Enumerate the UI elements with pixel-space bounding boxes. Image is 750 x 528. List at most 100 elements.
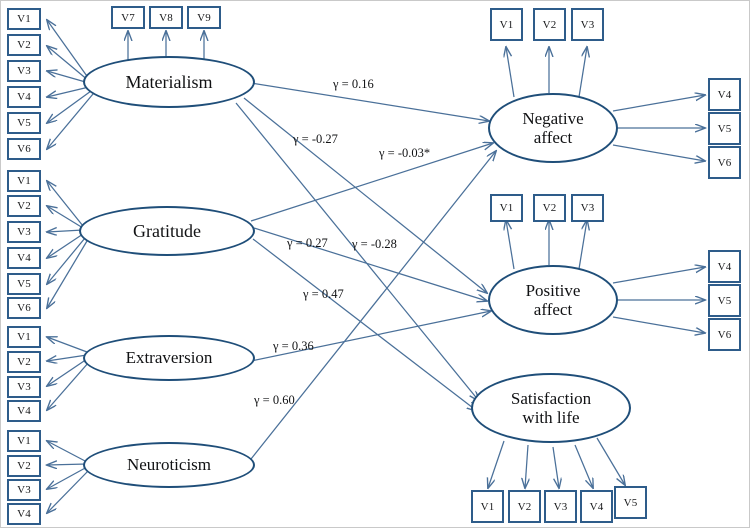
indicator-satisfaction-v4[interactable]: V4: [580, 490, 613, 523]
indicator-neuroticism-v2[interactable]: V2: [7, 455, 41, 477]
path-neu-neg: [250, 151, 496, 460]
structural-paths: [235, 82, 496, 460]
latent-neuroticism[interactable]: Neuroticism: [83, 442, 255, 488]
indicator-label: V6: [17, 143, 31, 155]
latent-negative-affect-line2: affect: [533, 128, 573, 147]
indicator-extraversion-v4[interactable]: V4: [7, 400, 41, 422]
indicator-label: V4: [17, 252, 31, 264]
path-gra-neg: [250, 143, 493, 222]
path-gra-pos: [253, 227, 487, 301]
indicator-label: V2: [17, 200, 31, 212]
indicator-gratitude-v6[interactable]: V6: [7, 297, 41, 319]
latent-satisfaction-with-life[interactable]: Satisfaction with life: [471, 373, 631, 443]
indicator-label: V2: [17, 460, 31, 472]
latent-satisfaction-line2: with life: [522, 408, 580, 427]
indicator-negative-v2[interactable]: V2: [533, 8, 566, 41]
indicator-materialism-v2[interactable]: V2: [7, 34, 41, 56]
latent-extraversion[interactable]: Extraversion: [83, 335, 255, 381]
indicator-materialism-v1[interactable]: V1: [7, 8, 41, 30]
indicator-positive-v6[interactable]: V6: [708, 318, 741, 351]
latent-positive-affect-label: Positive affect: [526, 281, 581, 319]
latent-extraversion-label: Extraversion: [125, 348, 213, 368]
path-label-mat-neg: γ = 0.16: [333, 77, 374, 91]
latent-positive-affect-line2: affect: [533, 300, 573, 319]
latent-negative-affect-line1: Negative: [522, 108, 584, 128]
indicator-label: V6: [17, 302, 31, 314]
indicator-materialism-v6[interactable]: V6: [7, 138, 41, 160]
indicator-gratitude-v4[interactable]: V4: [7, 247, 41, 269]
indicator-label: V3: [17, 226, 31, 238]
indicator-label: V2: [17, 356, 31, 368]
indicator-label: V1: [499, 18, 514, 31]
indicator-gratitude-v2[interactable]: V2: [7, 195, 41, 217]
path-ext-pos: [250, 311, 491, 362]
indicator-label: V1: [17, 331, 31, 343]
indicator-materialism-v7[interactable]: V7: [111, 6, 145, 29]
indicator-positive-v5[interactable]: V5: [708, 284, 741, 317]
indicator-label: V9: [197, 11, 211, 24]
indicator-satisfaction-v2[interactable]: V2: [508, 490, 541, 523]
indicator-positive-v1[interactable]: V1: [490, 194, 523, 222]
indicator-neuroticism-v3[interactable]: V3: [7, 479, 41, 501]
latent-gratitude-label: Gratitude: [133, 220, 201, 241]
indicator-satisfaction-v5[interactable]: V5: [614, 486, 647, 519]
path-label-neu-neg: γ = 0.60: [254, 393, 295, 407]
indicator-materialism-v4[interactable]: V4: [7, 86, 41, 108]
latent-materialism-label: Materialism: [125, 71, 213, 92]
indicator-materialism-v8[interactable]: V8: [149, 6, 183, 29]
indicator-extraversion-v3[interactable]: V3: [7, 376, 41, 398]
indicator-label: V5: [717, 122, 732, 135]
path-label-gra-neg: γ = -0.28: [352, 237, 397, 251]
indicator-positive-v4[interactable]: V4: [708, 250, 741, 283]
indicator-neuroticism-v1[interactable]: V1: [7, 430, 41, 452]
latent-satisfaction-line1: Satisfaction: [510, 388, 592, 408]
indicator-materialism-v3[interactable]: V3: [7, 60, 41, 82]
indicator-negative-v4[interactable]: V4: [708, 78, 741, 111]
indicator-materialism-v5[interactable]: V5: [7, 112, 41, 134]
path-mat-sat: [235, 102, 479, 401]
indicator-label: V4: [17, 405, 31, 417]
indicator-negative-v3[interactable]: V3: [571, 8, 604, 41]
indicator-extraversion-v2[interactable]: V2: [7, 351, 41, 373]
indicator-satisfaction-v3[interactable]: V3: [544, 490, 577, 523]
path-label-mat-sat: γ = -0.03*: [379, 146, 431, 160]
indicator-extraversion-v1[interactable]: V1: [7, 326, 41, 348]
path-mat-pos: [243, 97, 487, 293]
latent-materialism[interactable]: Materialism: [83, 56, 255, 108]
latent-gratitude[interactable]: Gratitude: [79, 206, 255, 256]
indicator-label: V2: [542, 202, 557, 214]
indicator-positive-v3[interactable]: V3: [571, 194, 604, 222]
latent-negative-affect-label: Negative affect: [522, 109, 583, 147]
indicator-neuroticism-v4[interactable]: V4: [7, 503, 41, 525]
indicator-label: V1: [17, 435, 31, 447]
indicator-gratitude-v5[interactable]: V5: [7, 273, 41, 295]
latent-positive-affect-line1: Positive: [525, 280, 581, 300]
indicator-label: V4: [717, 88, 732, 101]
indicator-gratitude-v1[interactable]: V1: [7, 170, 41, 192]
indicator-satisfaction-v1[interactable]: V1: [471, 490, 504, 523]
indicator-label: V2: [542, 18, 557, 31]
indicator-negative-v5[interactable]: V5: [708, 112, 741, 145]
measurement-arrows: [47, 20, 705, 513]
path-label-ext-pos: γ = 0.36: [273, 339, 314, 353]
indicator-label: V7: [121, 11, 135, 24]
indicator-label: V4: [17, 508, 31, 520]
latent-neuroticism-label: Neuroticism: [126, 455, 212, 475]
indicator-gratitude-v3[interactable]: V3: [7, 221, 41, 243]
indicator-label: V5: [17, 117, 31, 129]
indicator-materialism-v9[interactable]: V9: [187, 6, 221, 29]
latent-negative-affect[interactable]: Negative affect: [488, 93, 618, 163]
indicator-label: V8: [159, 11, 173, 24]
indicator-label: V4: [589, 500, 604, 513]
indicator-label: V5: [623, 496, 638, 509]
latent-positive-affect[interactable]: Positive affect: [488, 265, 618, 335]
indicator-negative-v1[interactable]: V1: [490, 8, 523, 41]
indicator-label: V6: [717, 328, 732, 341]
indicator-positive-v2[interactable]: V2: [533, 194, 566, 222]
indicator-label: V3: [17, 65, 31, 77]
indicator-label: V3: [17, 381, 31, 393]
indicator-negative-v6[interactable]: V6: [708, 146, 741, 179]
indicator-label: V3: [580, 202, 595, 214]
indicator-label: V3: [17, 484, 31, 496]
